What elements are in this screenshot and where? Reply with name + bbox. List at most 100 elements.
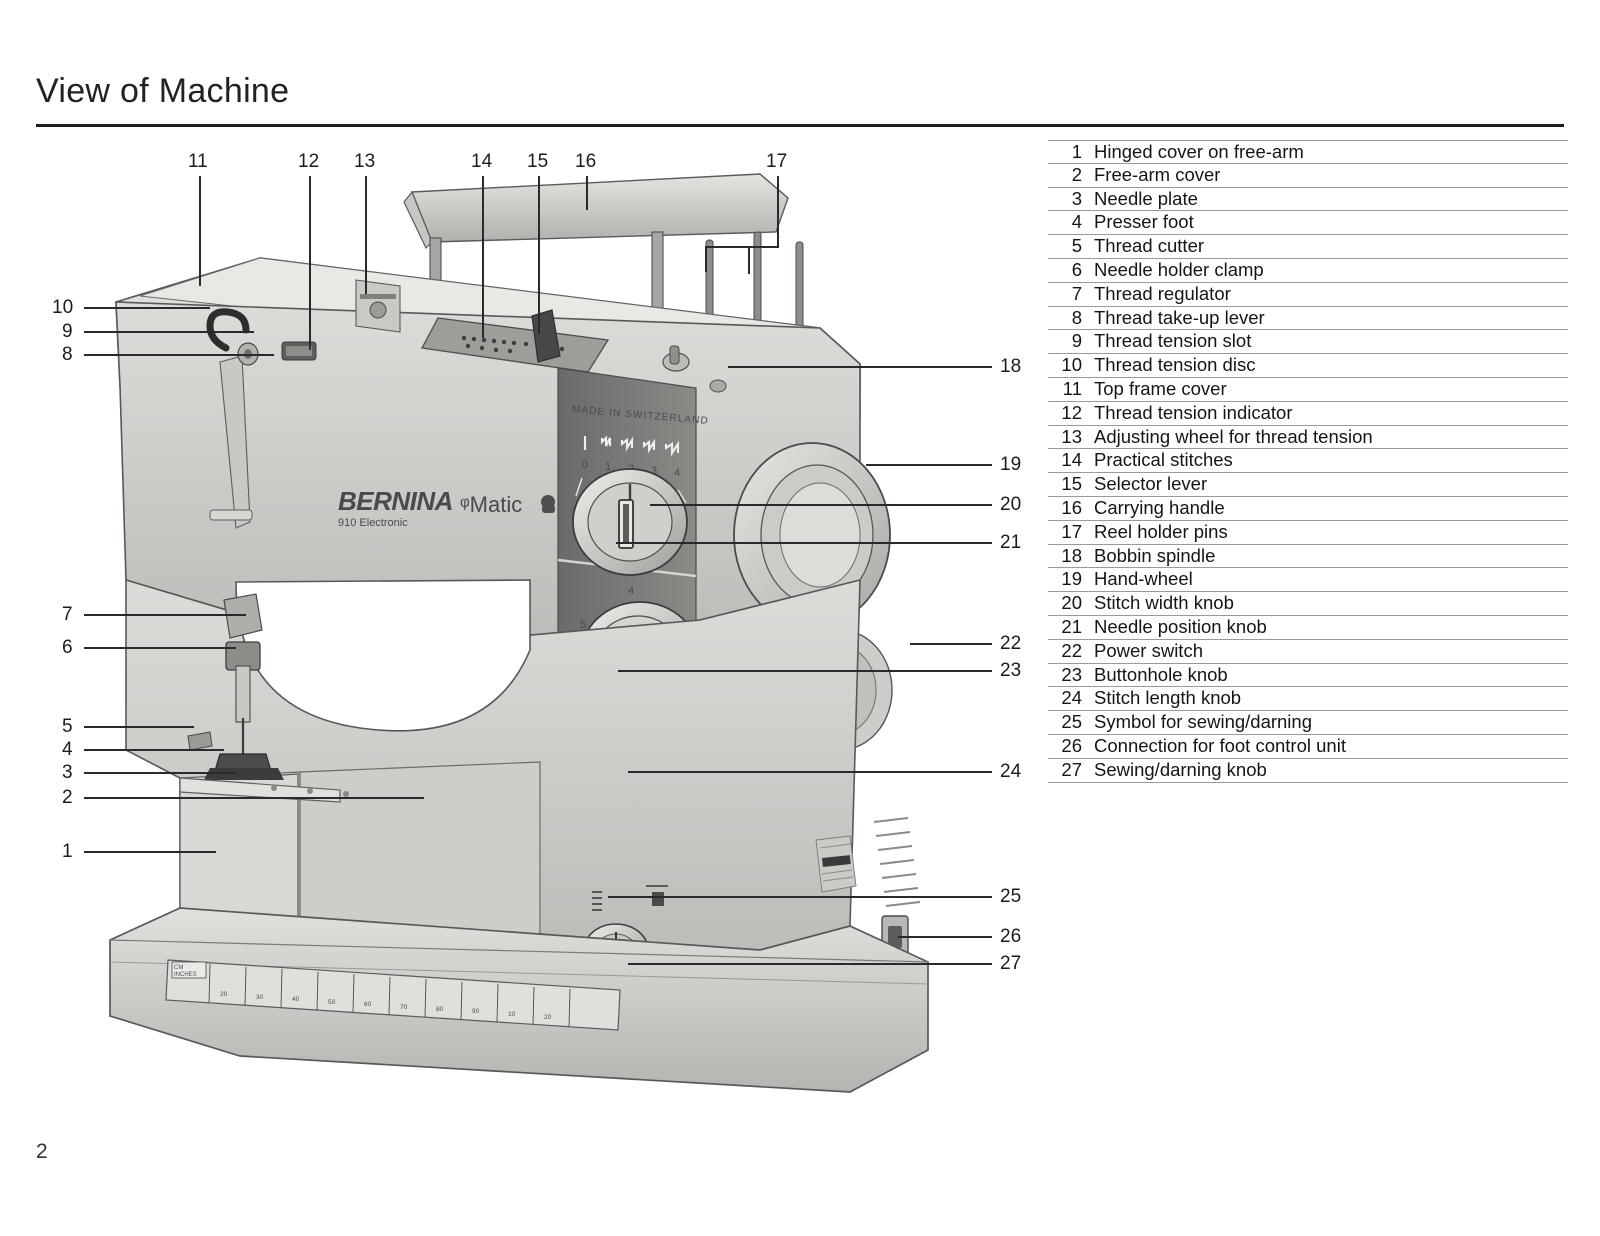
callout-24: 24 <box>1000 761 1022 782</box>
parts-list-label: Thread tension slot <box>1094 330 1252 352</box>
callout-11: 11 <box>188 151 208 172</box>
leader-7 <box>84 614 246 616</box>
vent-slots <box>873 817 921 907</box>
callout-20: 20 <box>1000 494 1022 515</box>
parts-list-label: Practical stitches <box>1094 449 1233 471</box>
brand-suffix-text: ᵠMatic <box>460 492 522 517</box>
svg-text:3: 3 <box>651 465 657 477</box>
parts-list-number: 8 <box>1071 306 1082 328</box>
leader-4 <box>84 749 224 751</box>
leader-23 <box>618 670 992 672</box>
parts-list-label: Top frame cover <box>1094 377 1227 399</box>
parts-list-number: 4 <box>1071 211 1082 233</box>
leader-19 <box>866 464 992 466</box>
parts-list-row: 3 Needle plate <box>1048 188 1568 212</box>
callout-10: 10 <box>52 297 74 318</box>
leader-15 <box>538 176 540 334</box>
callout-13: 13 <box>354 151 376 172</box>
parts-list-label: Power switch <box>1094 639 1203 661</box>
parts-list-label: Symbol for sewing/darning <box>1094 711 1312 733</box>
leader-1 <box>84 851 216 853</box>
callout-19: 19 <box>1000 454 1022 475</box>
thread-tension-assembly <box>206 308 259 529</box>
parts-list-label: Needle plate <box>1094 187 1198 209</box>
leader-9 <box>84 331 254 333</box>
model-text: 910 Electronic <box>338 517 408 529</box>
parts-list-label: Bobbin spindle <box>1094 544 1216 566</box>
needle-position-knob <box>618 499 634 549</box>
leader-2 <box>84 797 424 799</box>
leader-25 <box>608 896 992 898</box>
parts-list-number: 2 <box>1071 163 1082 185</box>
callout-21: 21 <box>1000 532 1022 553</box>
callout-15: 15 <box>527 151 549 172</box>
svg-text:10: 10 <box>508 1011 516 1018</box>
title-divider <box>36 124 1564 127</box>
leader-22 <box>910 643 992 645</box>
parts-list-label: Thread regulator <box>1094 282 1231 304</box>
parts-list-number: 20 <box>1061 592 1082 614</box>
parts-list-label: Adjusting wheel for thread tension <box>1094 425 1373 447</box>
parts-list-label: Buttonhole knob <box>1094 663 1228 685</box>
parts-list-number: 11 <box>1062 377 1082 399</box>
callout-27: 27 <box>1000 953 1022 974</box>
page-title: View of Machine <box>36 72 290 110</box>
parts-list-label: Sewing/darning knob <box>1094 758 1267 780</box>
leader-17 <box>777 176 779 246</box>
parts-list-label: Connection for foot control unit <box>1094 734 1346 756</box>
leader-16 <box>586 176 588 210</box>
svg-text:90: 90 <box>472 1008 480 1015</box>
callout-12: 12 <box>298 151 320 172</box>
leader-5 <box>84 726 194 728</box>
page-number: 2 <box>36 1140 48 1163</box>
leader-8 <box>84 354 274 356</box>
leader-27 <box>628 963 992 965</box>
parts-list-number: 12 <box>1061 401 1082 423</box>
parts-list-number: 21 <box>1061 615 1082 637</box>
callout-2: 2 <box>62 787 73 808</box>
svg-text:80: 80 <box>436 1006 444 1013</box>
callout-17: 17 <box>766 151 788 172</box>
leader-17d <box>748 246 750 274</box>
ruler-label-text: CM <box>174 965 183 971</box>
parts-list-number: 16 <box>1061 496 1082 518</box>
parts-list-label: Stitch length knob <box>1094 687 1242 709</box>
callout-7: 7 <box>62 604 73 625</box>
parts-list-label: Thread cutter <box>1094 235 1205 257</box>
parts-list-number: 5 <box>1071 235 1082 257</box>
parts-list-number: 6 <box>1071 258 1082 280</box>
leader-21 <box>616 542 992 544</box>
parts-list-row: 26 Connection for foot control unit <box>1048 735 1568 759</box>
svg-text:1: 1 <box>605 461 611 473</box>
svg-text:4: 4 <box>674 467 680 479</box>
parts-list-number: 26 <box>1061 734 1082 756</box>
svg-text:70: 70 <box>400 1004 408 1011</box>
parts-list-number: 3 <box>1071 187 1082 209</box>
svg-text:60: 60 <box>364 1001 372 1008</box>
leader-13 <box>365 176 367 294</box>
leader-3 <box>84 772 236 774</box>
callout-26: 26 <box>1000 926 1022 947</box>
sewing-darning-symbols <box>592 885 668 911</box>
parts-list-number: 10 <box>1061 354 1082 376</box>
leader-10 <box>84 307 210 309</box>
parts-list-label: Hand-wheel <box>1094 568 1193 590</box>
machine-illustration: MADE IN SWITZERLAND 0 1 2 3 4 <box>60 150 1020 1100</box>
callout-22: 22 <box>1000 633 1022 654</box>
parts-list-number: 17 <box>1061 520 1082 542</box>
svg-text:INCHES: INCHES <box>174 972 197 978</box>
leader-11 <box>199 176 201 286</box>
